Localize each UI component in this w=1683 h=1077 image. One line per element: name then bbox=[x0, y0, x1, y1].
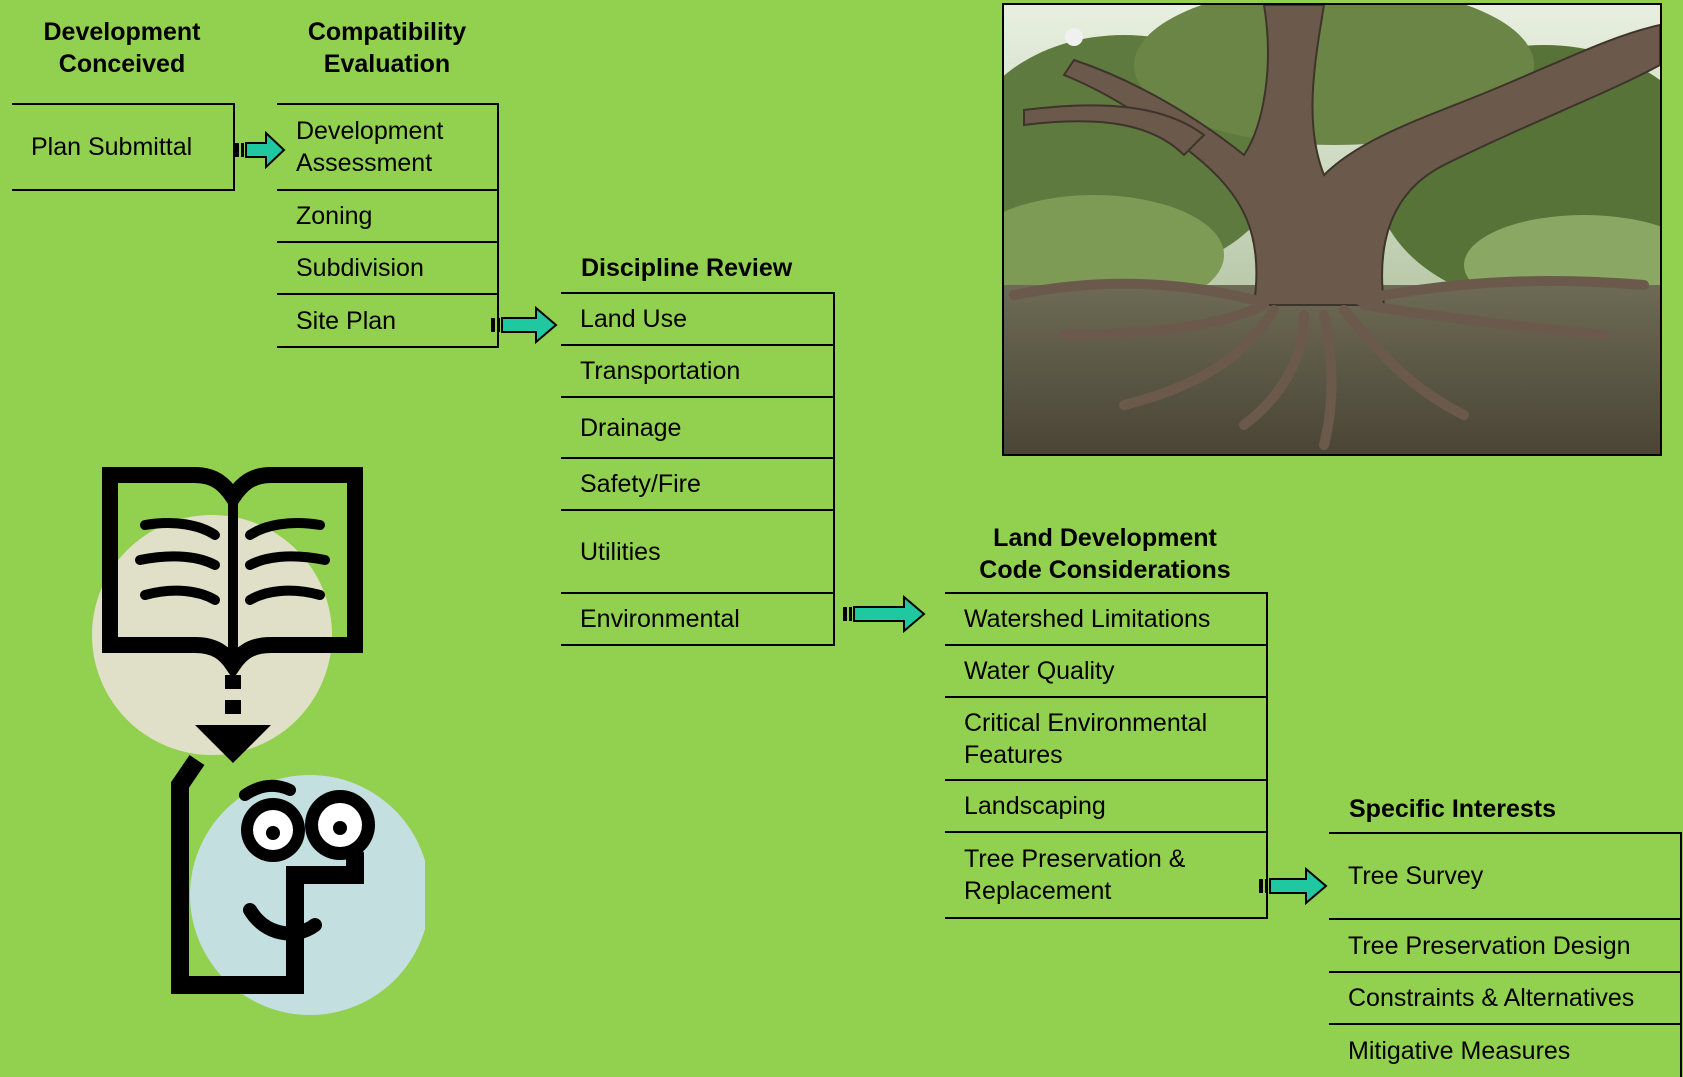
list-item: Tree Survey bbox=[1329, 832, 1680, 920]
header-specific-interests: Specific Interests bbox=[1349, 795, 1557, 823]
list-item: Constraints & Alternatives bbox=[1329, 973, 1680, 1025]
header-discipline-review: Discipline Review bbox=[581, 254, 793, 282]
list-item: Site Plan bbox=[277, 295, 497, 348]
tree-roots-illustration bbox=[1004, 5, 1660, 454]
list-item: Landscaping bbox=[945, 781, 1266, 833]
list-item: Drainage bbox=[561, 398, 833, 459]
book-reader-clipart bbox=[92, 467, 425, 1015]
discipline-review-table: Land Use Transportation Drainage Safety/… bbox=[561, 292, 835, 646]
list-item: Tree Preservation &Replacement bbox=[945, 833, 1266, 919]
list-item: Safety/Fire bbox=[561, 459, 833, 511]
header-compatibility-evaluation: Compatibility Evaluation bbox=[307, 18, 467, 78]
list-item: Environmental bbox=[561, 594, 833, 646]
header-land-development-code: Land Development Code Considerations bbox=[979, 524, 1231, 584]
list-item: Watershed Limitations bbox=[945, 592, 1266, 646]
specific-interests-table: Tree Survey Tree Preservation Design Con… bbox=[1329, 832, 1682, 1077]
list-item: Mitigative Measures bbox=[1348, 1037, 1571, 1065]
list-item: Land Use bbox=[561, 292, 833, 346]
list-item: Subdivision bbox=[277, 243, 497, 295]
tree-roots-photo bbox=[1002, 3, 1662, 456]
arrow-right-icon bbox=[843, 595, 926, 633]
list-item: Tree Preservation Design bbox=[1329, 920, 1680, 973]
list-item: Utilities bbox=[561, 511, 833, 594]
arrow-right-icon bbox=[235, 131, 286, 169]
arrow-right-icon bbox=[1259, 867, 1328, 905]
header-development-conceived: Development Conceived bbox=[43, 18, 201, 78]
list-item: Water Quality bbox=[945, 646, 1266, 698]
list-item: Zoning bbox=[277, 191, 497, 243]
land-development-code-table: Watershed Limitations Water Quality Crit… bbox=[945, 592, 1268, 919]
plan-submittal-box: Plan Submittal bbox=[12, 103, 235, 191]
list-item: Transportation bbox=[561, 346, 833, 398]
arrow-right-icon bbox=[491, 306, 558, 344]
